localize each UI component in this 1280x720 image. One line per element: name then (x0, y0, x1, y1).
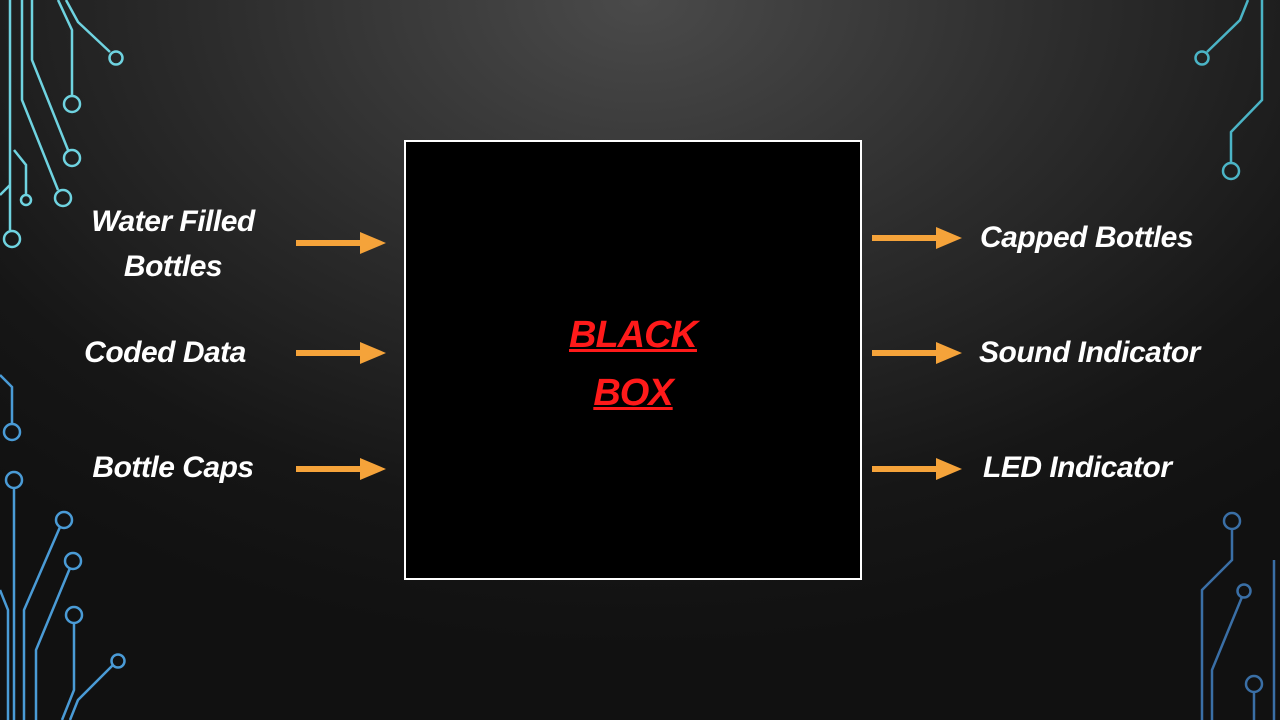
circuit-top-left (0, 0, 124, 249)
input-label-water-filled-bottles: Water Filled Bottles (91, 199, 255, 289)
black-box-label-line1: BLACK (569, 314, 698, 356)
output-label-text: Sound Indicator (979, 336, 1200, 369)
output-arrow-1 (872, 227, 962, 249)
circuit-top-right (1194, 0, 1264, 181)
black-box-label-line2: BOX (593, 372, 673, 414)
output-arrow-3 (872, 458, 962, 480)
black-box-label: BLACK BOX (406, 306, 860, 422)
input-label-line1: Water Filled (91, 205, 255, 238)
input-label-bottle-caps: Bottle Caps (92, 445, 254, 490)
input-label-text: Bottle Caps (92, 451, 254, 484)
circuit-bottom-left (0, 374, 126, 720)
output-label-led-indicator: LED Indicator (983, 445, 1172, 490)
output-label-sound-indicator: Sound Indicator (979, 330, 1200, 375)
output-arrow-2 (872, 342, 962, 364)
input-arrow-3 (296, 458, 386, 480)
circuit-bottom-right (1200, 511, 1276, 720)
output-label-text: LED Indicator (983, 451, 1172, 484)
black-box: BLACK BOX (404, 140, 862, 580)
input-arrow-2 (296, 342, 386, 364)
input-arrow-1 (296, 232, 386, 254)
output-label-text: Capped Bottles (980, 221, 1194, 254)
input-label-coded-data: Coded Data (84, 330, 246, 375)
input-label-text: Coded Data (84, 336, 246, 369)
input-label-line2: Bottles (123, 250, 223, 283)
output-label-capped-bottles: Capped Bottles (980, 215, 1194, 260)
